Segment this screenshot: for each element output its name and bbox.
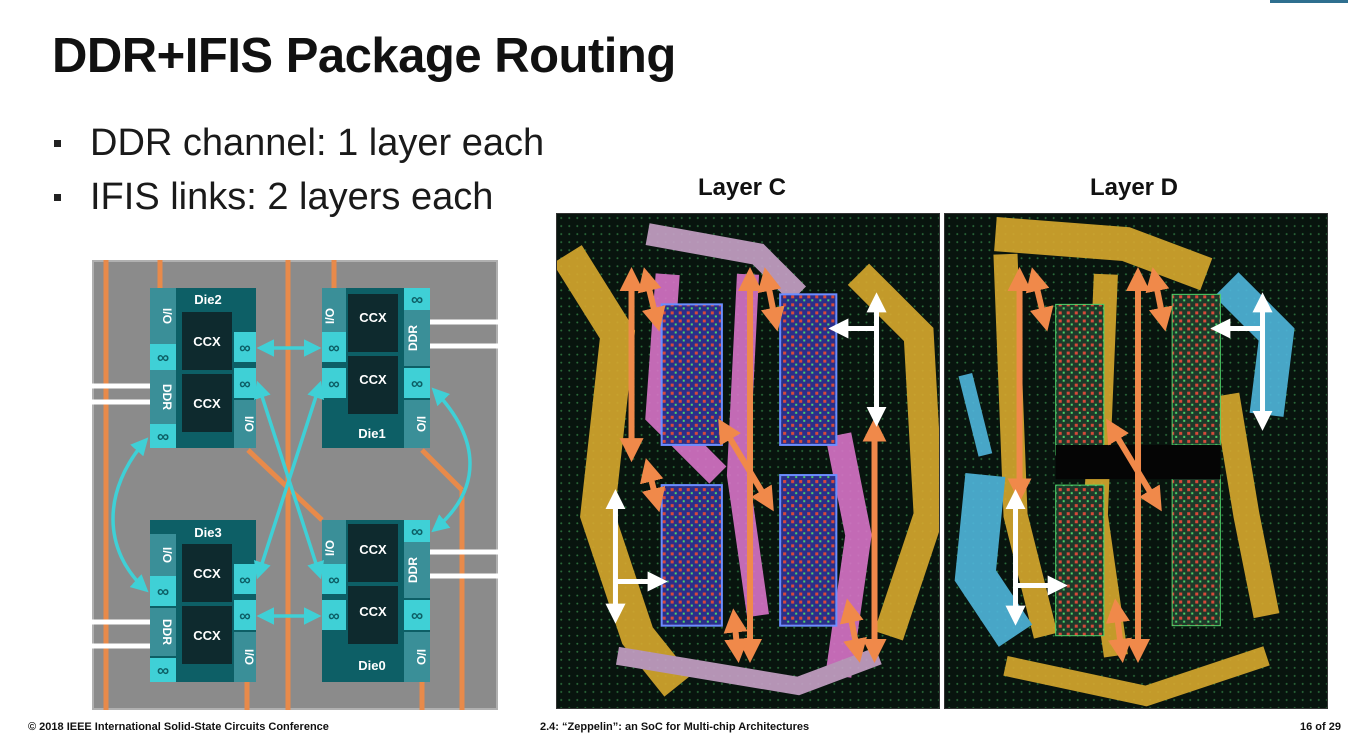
die0-ccx-bottom: CCX [359, 604, 387, 619]
die1-name: Die1 [358, 426, 385, 441]
die3-io-label: I/O [160, 547, 174, 563]
die0-ifis-icon-left-a: ∞ [328, 572, 339, 589]
layer-c-die-footprints [660, 293, 838, 627]
die1-ddr-label: DDR [406, 325, 420, 351]
die0-ifis-icon-right: ∞ [411, 606, 423, 625]
die1-ifis-icon-top: ∞ [411, 290, 423, 309]
ifis-arrow-die2-die3 [111, 437, 149, 593]
die1-io-label-right: I/O [414, 416, 428, 432]
die2-name: Die2 [194, 292, 221, 307]
die1-ifis-icon-left-a: ∞ [328, 340, 339, 357]
die0-ifis-icon-top: ∞ [411, 522, 423, 541]
die0-ddr-label: DDR [406, 557, 420, 583]
die3-ifis-icon-right-a: ∞ [239, 572, 250, 589]
top-accent-bar [1270, 0, 1348, 3]
die1: I/O ∞ ∞ CCX CCX Die1 ∞ DDR ∞ I/O [322, 288, 430, 448]
die0-ifis-icon-left-b: ∞ [328, 608, 339, 625]
die3-ifis-icon-left: ∞ [157, 582, 169, 601]
die2-ifis-icon-left: ∞ [157, 348, 169, 367]
bullet-list: DDR channel: 1 layer each IFIS links: 2 … [52, 116, 544, 224]
die0-io-label-right: I/O [414, 649, 428, 665]
layer-d-ddr-arrows [1007, 267, 1173, 664]
page-title: DDR+IFIS Package Routing [52, 29, 676, 83]
ddr-channel-lines [92, 319, 498, 649]
die2-ccx-bottom: CCX [193, 396, 221, 411]
layer-c-layout-image [556, 213, 940, 709]
die2-ifis-icon-bottom: ∞ [157, 427, 169, 446]
die2: I/O ∞ DDR ∞ Die2 CCX CCX ∞ ∞ I/O [150, 288, 256, 448]
die3-ifis-icon-bottom: ∞ [157, 661, 169, 680]
die1-ccx-bottom: CCX [359, 372, 387, 387]
die0-io-label-left: I/O [323, 540, 337, 556]
bullet-ddr-channel: DDR channel: 1 layer each [52, 116, 544, 170]
die3: Die3 I/O ∞ DDR ∞ CCX CCX ∞ ∞ I/O [150, 520, 256, 682]
layer-d-ifis-arrows [1005, 292, 1273, 626]
die2-io-label: I/O [160, 308, 174, 324]
die2-ddr-label: DDR [160, 384, 174, 410]
bullet-ifis-links: IFIS links: 2 layers each [52, 170, 544, 224]
die1-io-label-left: I/O [323, 308, 337, 324]
die1-ifis-icon-left-b: ∞ [328, 376, 339, 393]
die2-io-label-right: I/O [242, 416, 256, 432]
die0: I/O ∞ ∞ CCX CCX Die0 ∞ DDR ∞ I/O [322, 520, 430, 682]
layer-d-ifis-branches [1015, 318, 1263, 596]
die3-io-label-right: I/O [242, 649, 256, 665]
footer-copyright: © 2018 IEEE International Solid-State Ci… [28, 721, 329, 733]
die3-ifis-icon-right-b: ∞ [239, 608, 250, 625]
footer-session-title: 2.4: “Zeppelin”: an SoC for Multi-chip A… [540, 721, 810, 733]
die1-ifis-icon-right: ∞ [411, 374, 423, 393]
die2-ifis-icon-right-b: ∞ [239, 376, 250, 393]
footer-page-number: 16 of 29 [1300, 721, 1341, 733]
layer-d-title: Layer D [1089, 174, 1179, 201]
layer-c-title: Layer C [697, 174, 787, 201]
layer-d-layout-image [944, 213, 1328, 709]
ifis-link-arrows [111, 339, 472, 625]
die3-ccx-top: CCX [193, 566, 221, 581]
layer-c-ifis-arrows [605, 292, 887, 624]
ifis-arrow-die1-die0 [431, 387, 472, 533]
layer-c-ddr-arrows [619, 267, 887, 664]
layer-c-ifis-branches [615, 318, 877, 592]
die0-ccx-top: CCX [359, 542, 387, 557]
die3-ddr-label: DDR [160, 619, 174, 645]
die3-ccx-bottom: CCX [193, 628, 221, 643]
die2-ifis-icon-right-a: ∞ [239, 340, 250, 357]
die1-ccx-top: CCX [359, 310, 387, 325]
die3-name: Die3 [194, 525, 221, 540]
package-diagram: I/O ∞ DDR ∞ Die2 CCX CCX ∞ ∞ I/O I/O ∞ ∞… [92, 260, 498, 710]
ifis-arrow-die1-die3 [253, 380, 325, 580]
die0-name: Die0 [358, 658, 385, 673]
die2-ccx-top: CCX [193, 334, 221, 349]
